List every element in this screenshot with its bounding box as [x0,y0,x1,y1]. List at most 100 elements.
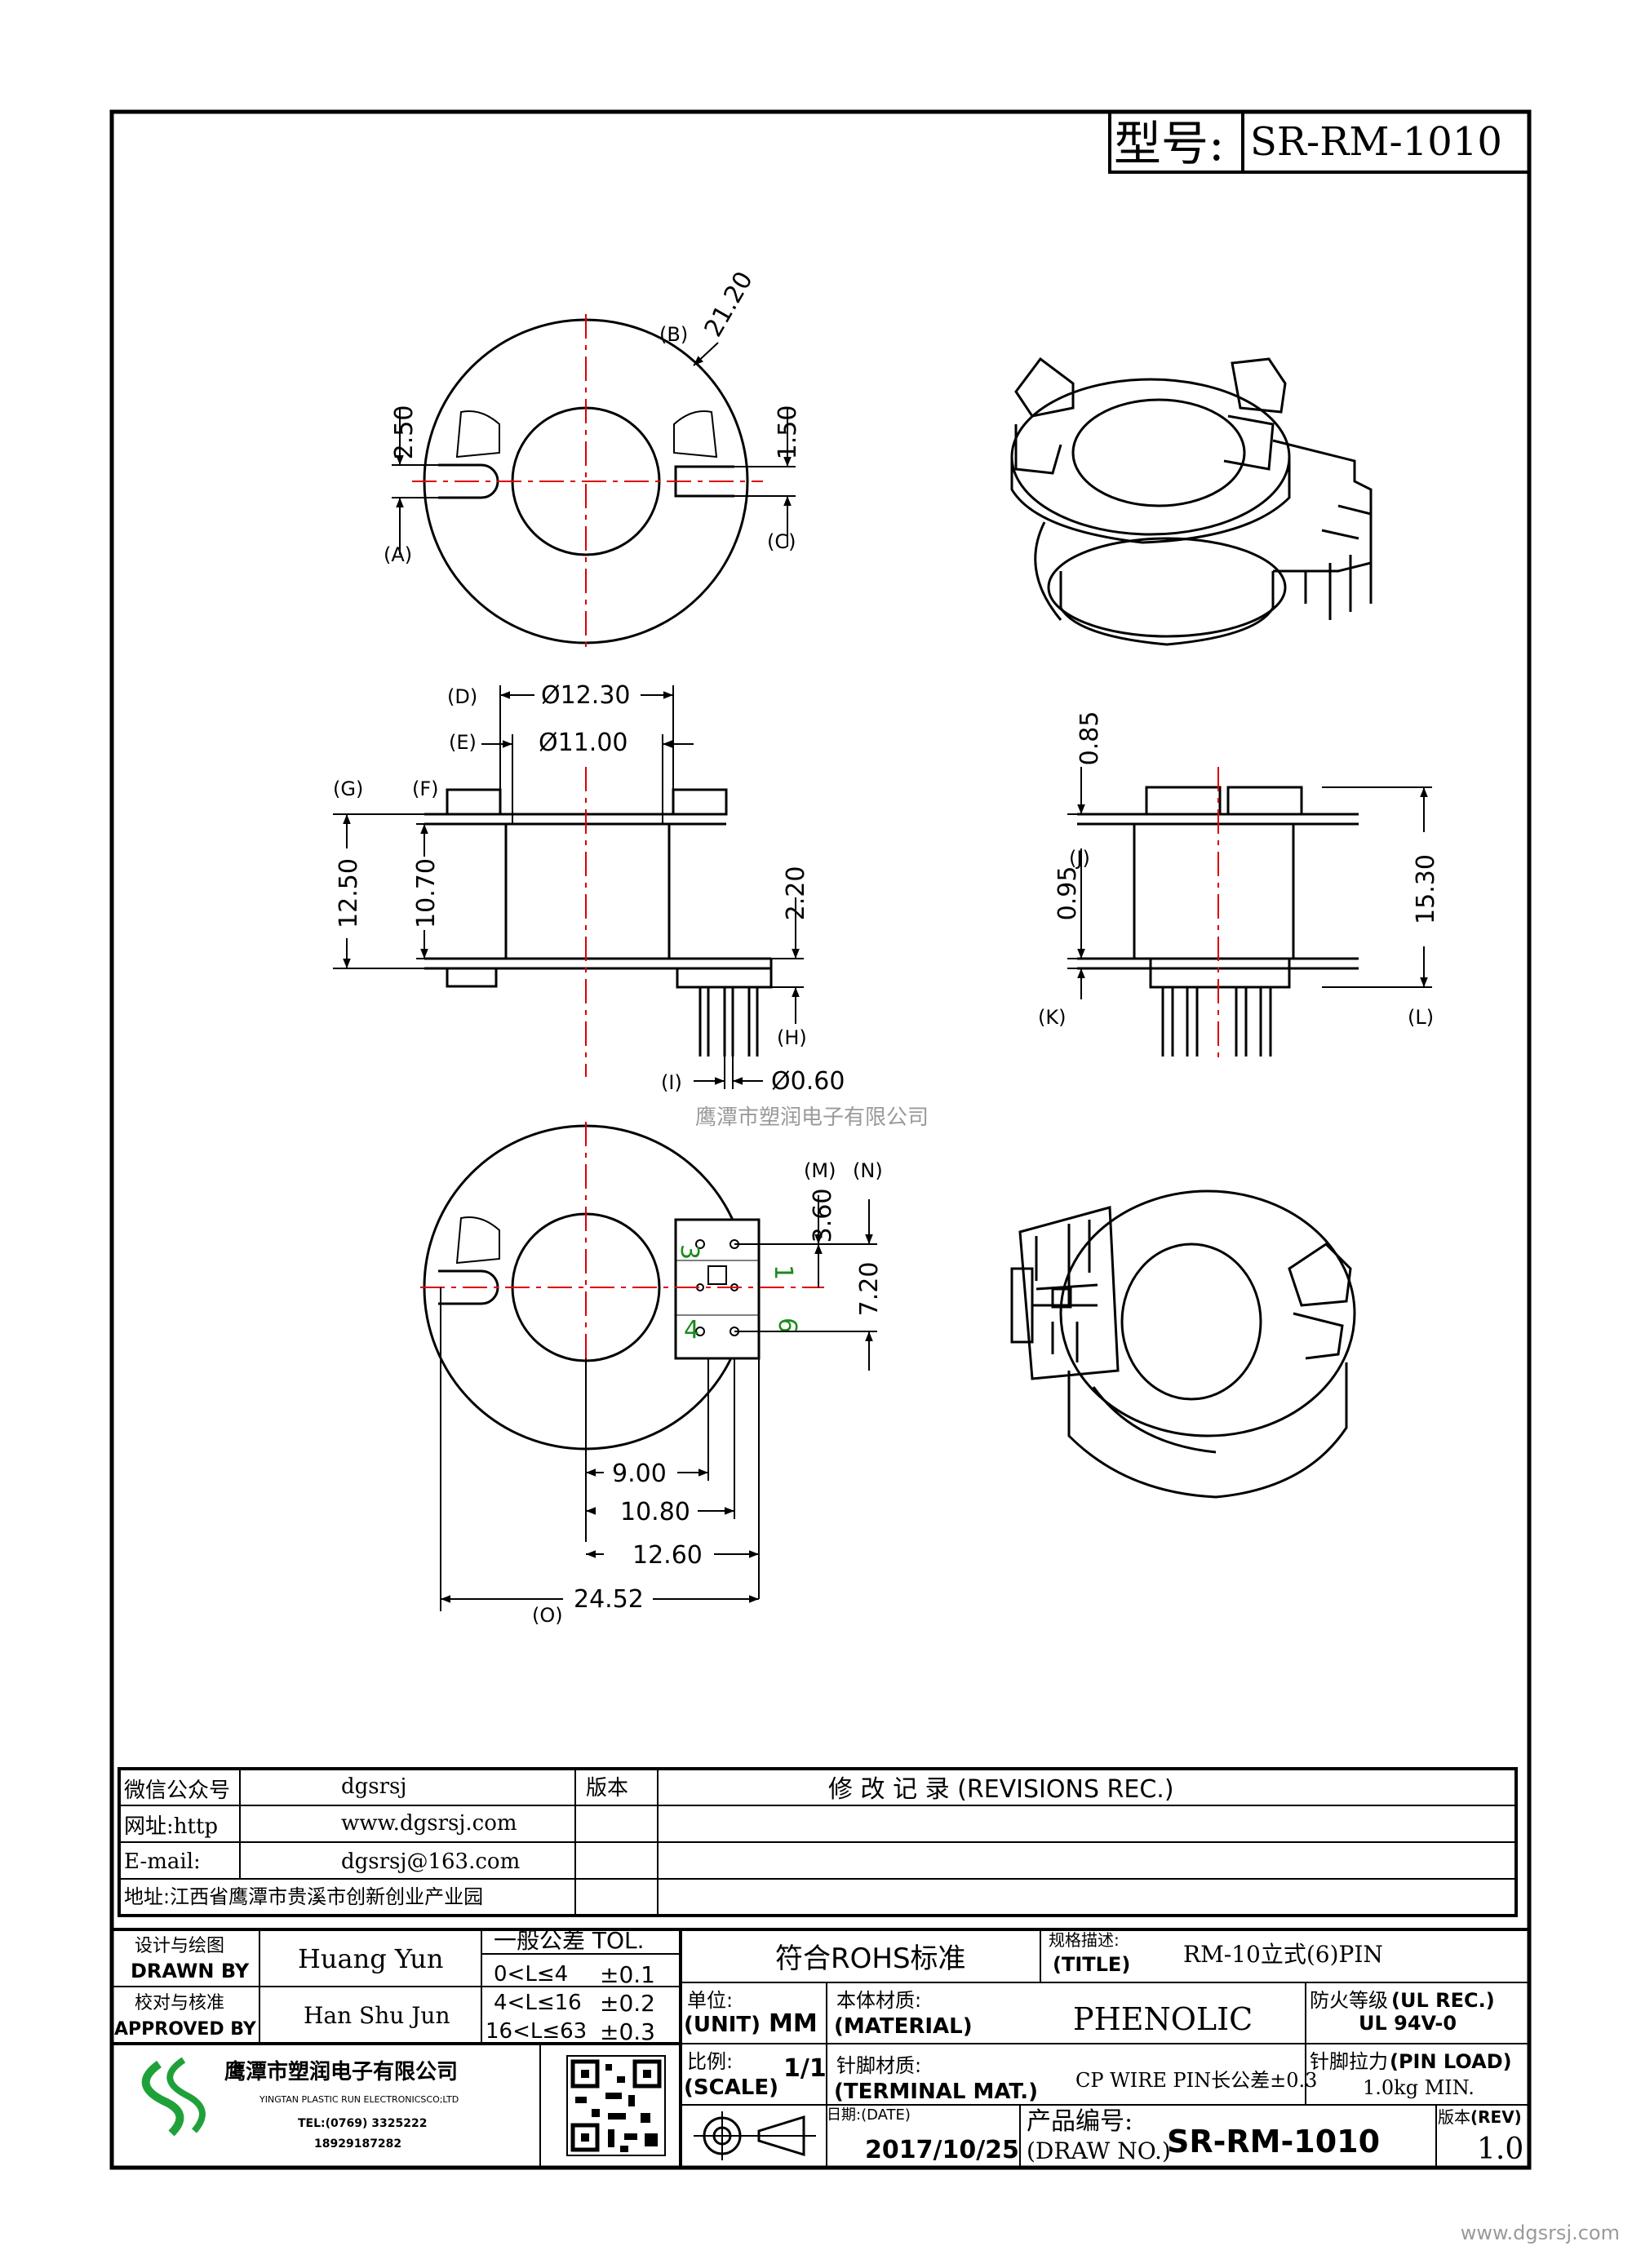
dim-21-20: 21.20 [699,267,759,342]
rev-cn: 版本 [1438,2107,1470,2127]
spec-value: RM-10立式(6)PIN [1183,1941,1383,1968]
dim-2-50: 2.50 [390,405,419,460]
spec-en: (TITLE) [1053,1953,1130,1976]
drawing-border [109,109,1532,2170]
fire-en: (UL REC.) [1391,1989,1495,2012]
drawno-en: (DRAW NO.) [1027,2137,1171,2164]
pin-4: 4 [684,1316,699,1344]
scale-en: (SCALE) [684,2075,778,2100]
approved-cn: 校对与核准 [135,1993,224,2013]
version-label: 版本 [586,1776,628,1801]
dim-7-20: 7.20 [855,1262,884,1317]
spec-cn: 规格描述: [1049,1930,1120,1950]
iso-view-bottom [1010,1189,1356,1499]
dim-2-20: 2.20 [782,866,810,921]
label-f: (F) [412,777,439,800]
fire-value: UL 94V-0 [1359,2012,1457,2035]
label-m: (M) [804,1159,836,1182]
unit-value: MM [769,2009,818,2038]
rev-value: 1.0 [1477,2133,1523,2166]
pin-6: 6 [773,1318,801,1333]
wechat-value: dgsrsj [341,1774,406,1799]
pin-1: 1 [769,1265,797,1280]
tol-value-2: ±0.3 [600,2018,655,2045]
dim-9-00: 9.00 [612,1460,667,1488]
rohs: 符合ROHS标准 [775,1942,966,1975]
company-en: YINGTAN PLASTIC RUN ELECTRONICSCO;LTD [259,2094,459,2105]
terminal-cn: 针脚材质: [836,2054,921,2077]
label-g: (G) [333,777,363,800]
web-label: 网址:http [124,1814,218,1839]
label-a: (A) [384,543,412,566]
label-i: (I) [661,1071,682,1094]
label-n: (N) [853,1159,883,1182]
date-cn: 日期:(DATE) [827,2106,911,2124]
label-l: (L) [1408,1006,1434,1029]
label-c: (C) [767,530,796,553]
scale-value: 1/1 [783,2054,827,2083]
drawno-value: SR-RM-1010 [1167,2124,1380,2159]
top-view: 2.50 (A) 1.50 (C) 21.20 (B) [384,267,802,653]
dim-1-50: 1.50 [774,405,802,460]
projection-symbol-icon [694,2111,816,2160]
watermark-center: 鹰潭市塑润电子有限公司 [695,1105,929,1130]
dim-11-00: Ø11.00 [539,729,628,757]
qr-code-icon [566,2055,666,2156]
pin-3: 3 [675,1244,703,1260]
company-cn: 鹰潭市塑润电子有限公司 [224,2059,458,2084]
label-o: (O) [532,1604,563,1627]
unit-cn: 单位: [687,1989,733,2012]
dim-10-70: 10.70 [412,858,441,928]
pinload-value: 1.0kg MIN. [1363,2076,1475,2099]
watermark-bottom: www.dgsrsj.com [1461,2221,1620,2244]
material-en: (MATERIAL) [834,2014,973,2039]
tel: TEL:(0769) 3325222 [298,2117,427,2130]
label-k: (K) [1038,1006,1066,1029]
material-cn: 本体材质: [836,1989,921,2012]
pinload-cn: 针脚拉力 [1310,2050,1388,2073]
drawn-value: Huang Yun [298,1943,443,1974]
approved-en: APPROVED BY [114,2019,257,2040]
label-j: (J) [1069,847,1090,870]
model-value: SR-RM-1010 [1250,119,1502,165]
dim-12-30: Ø12.30 [541,681,631,710]
dim-24-52: 24.52 [574,1585,644,1614]
tol-value-0: ±0.1 [600,1961,655,1988]
revisions-label: 修 改 记 录 (REVISIONS REC.) [828,1775,1174,1804]
tol-value-1: ±0.2 [600,1990,655,2017]
side-view: 0.85 0.95 (J) (K) 15.30 (L) [1038,711,1440,1061]
model-label: 型号: [1114,116,1225,171]
dim-0-95: 0.95 [1053,866,1082,921]
scale-cn: 比例: [687,2050,733,2073]
iso-view-top [1010,357,1373,646]
tol-range-1: 4<L≤16 [494,1991,582,2015]
label-h: (H) [777,1026,807,1049]
tol-title: 一般公差 TOL. [494,1927,645,1954]
pinload-en: (PIN LOAD) [1390,2050,1512,2073]
approved-value: Han Shu Jun [304,2002,450,2029]
front-view: Ø12.30 (D) Ø11.00 (E) 12.50 (G) 10.70 (F… [333,681,845,1096]
tol-range-2: 16<L≤63 [486,2019,587,2044]
label-e: (E) [449,731,477,754]
fire-cn: 防火等级 [1310,1989,1388,2012]
rev-en: (REV) [1470,2107,1522,2127]
address: 地址:江西省鹰潭市贵溪市创新创业产业园 [124,1885,483,1908]
revisions-table: 微信公众号 dgsrsj 网址:http www.dgsrsj.com E-ma… [118,1767,1518,1917]
dim-3-60: 3.60 [809,1189,837,1243]
terminal-value: CP WIRE PIN长公差±0.3 [1075,2069,1317,2092]
email-label: E-mail: [124,1849,201,1874]
title-block: 设计与绘图 DRAWN BY Huang Yun 校对与核准 APPROVED … [110,1927,1531,2169]
web-value: www.dgsrsj.com [341,1811,517,1836]
dim-0-85: 0.85 [1075,711,1104,766]
dim-12-50: 12.50 [335,858,363,928]
drawn-cn: 设计与绘图 [135,1936,224,1956]
dim-10-80: 10.80 [620,1498,690,1526]
model-box: 型号: SR-RM-1010 [1108,110,1531,174]
dim-0-60: Ø0.60 [771,1067,845,1096]
company-logo [141,2057,206,2137]
label-b: (B) [659,323,688,346]
unit-en: (UNIT) [684,2013,761,2037]
mobile: 18929187282 [314,2137,401,2151]
label-d: (D) [447,685,477,708]
